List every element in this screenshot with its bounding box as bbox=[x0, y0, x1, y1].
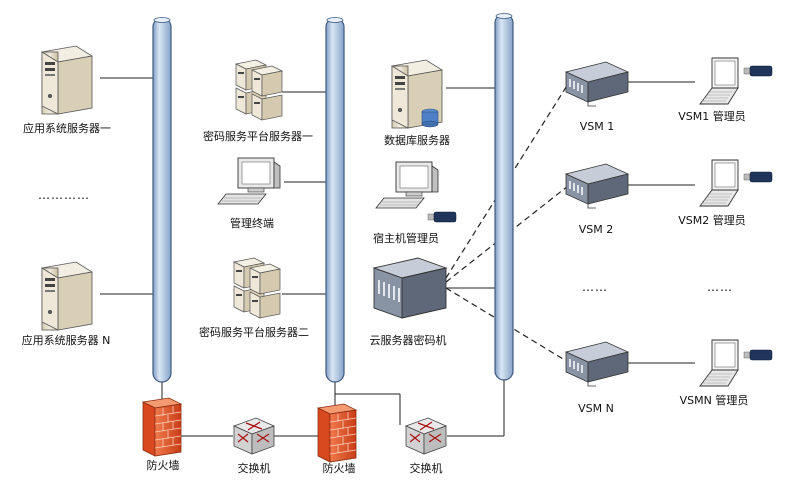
firewall-1-icon bbox=[142, 397, 182, 457]
network-bus-2 bbox=[325, 17, 345, 383]
switch-1-icon bbox=[233, 417, 275, 455]
cloud-server-crypto-machine-icon bbox=[372, 257, 448, 319]
label-mgmt-terminal: 管理终端 bbox=[230, 217, 274, 230]
network-bus-1 bbox=[152, 17, 172, 383]
label-vsm2-admin: VSM2 管理员 bbox=[678, 214, 746, 227]
label-vsmn-admin: VSMN 管理员 bbox=[679, 394, 749, 407]
network-bus-3 bbox=[494, 13, 514, 381]
app-server-n-icon bbox=[41, 261, 93, 331]
app-server-1-icon bbox=[41, 45, 93, 115]
label-vsm-2: VSM 2 bbox=[578, 223, 614, 236]
label-firewall-1: 防火墙 bbox=[146, 459, 180, 472]
vsm-1-icon bbox=[565, 61, 629, 107]
label-switch-2: 交换机 bbox=[409, 462, 443, 475]
connection-lines bbox=[100, 77, 695, 437]
label-db-server: 数据库服务器 bbox=[384, 134, 450, 147]
label-cloud-crypto: 云服务器密码机 bbox=[369, 334, 447, 347]
label-vsm1-admin: VSM1 管理员 bbox=[678, 110, 746, 123]
label-crypto-platform-1: 密码服务平台服务器一 bbox=[203, 130, 313, 143]
vsm1-admin-laptop-icon bbox=[699, 57, 773, 105]
vsm-n-icon bbox=[565, 341, 629, 387]
label-vsm-n: VSM N bbox=[578, 402, 614, 415]
database-server-icon bbox=[391, 59, 443, 129]
label-host-admin: 宿主机管理员 bbox=[373, 232, 439, 245]
vsm2-admin-laptop-icon bbox=[699, 159, 773, 207]
label-crypto-platform-2: 密码服务平台服务器二 bbox=[199, 326, 309, 339]
vsm-2-icon bbox=[565, 163, 629, 209]
label-vsm-1: VSM 1 bbox=[579, 120, 615, 133]
firewall-2-icon bbox=[317, 403, 357, 463]
switch-2-icon bbox=[405, 417, 447, 455]
label-switch-1: 交换机 bbox=[237, 462, 271, 475]
crypto-platform-server-1-icon bbox=[235, 59, 283, 121]
label-app-server-n: 应用系统服务器 N bbox=[21, 334, 111, 347]
crypto-platform-server-2-icon bbox=[233, 257, 281, 319]
vsmn-admin-laptop-icon bbox=[699, 339, 773, 387]
label-app-ellipsis: ………… bbox=[38, 188, 90, 202]
label-vsm-ellipsis: …… bbox=[582, 280, 608, 294]
host-admin-icon bbox=[375, 161, 457, 223]
management-terminal-icon bbox=[217, 157, 281, 205]
label-admin-ellipsis: …… bbox=[707, 280, 733, 294]
label-app-server-1: 应用系统服务器一 bbox=[23, 122, 111, 135]
label-firewall-2: 防火墙 bbox=[322, 462, 356, 475]
